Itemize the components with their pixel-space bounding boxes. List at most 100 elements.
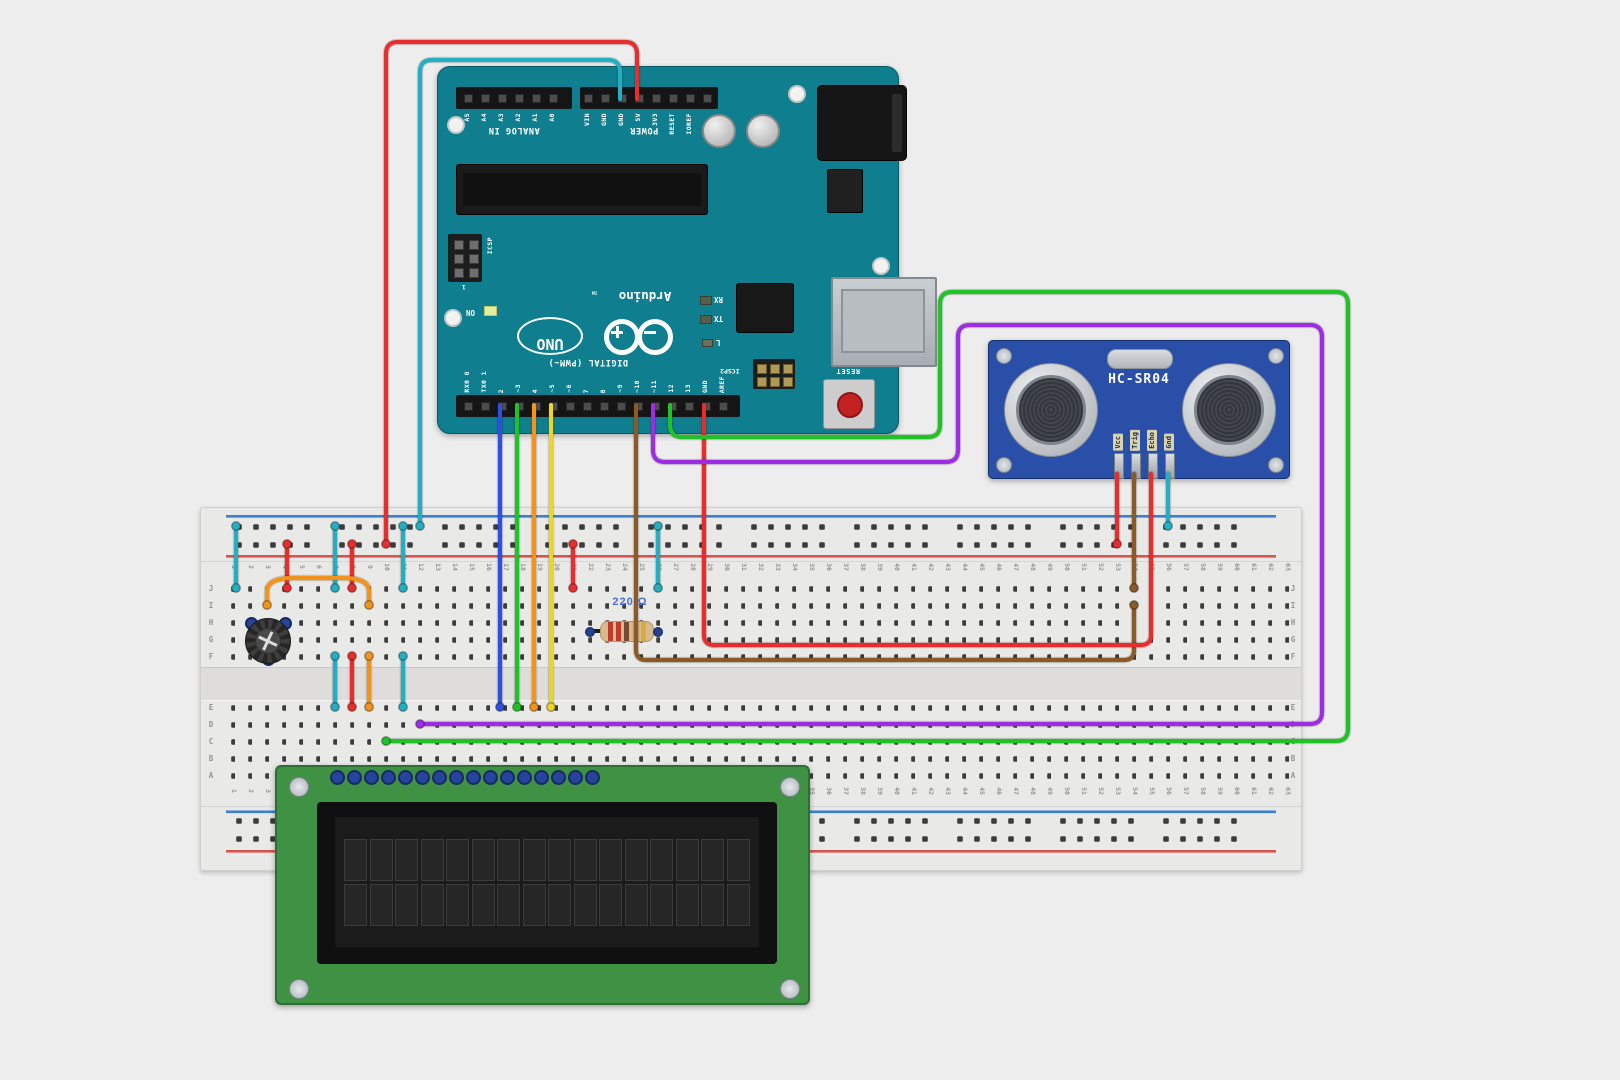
icsp2-pin[interactable] [757, 364, 767, 374]
icsp-pin[interactable] [469, 254, 479, 264]
header-pin[interactable] [514, 94, 524, 103]
arduino-uno-board[interactable]: ANALOG IN POWER DIGITAL (PWM~) ICSP 1 ON… [437, 66, 937, 434]
breadboard-column-number: 27 [672, 563, 680, 571]
icsp-pin[interactable] [469, 240, 479, 250]
analog-header[interactable] [456, 87, 572, 109]
header-pin[interactable] [599, 402, 609, 411]
potentiometer-body[interactable] [245, 618, 291, 664]
icsp2-pin[interactable] [770, 364, 780, 374]
lcd-pin[interactable] [465, 769, 481, 785]
header-pin[interactable] [531, 94, 541, 103]
header-pin[interactable] [684, 402, 694, 411]
resistor-220-ohm[interactable]: 220 Ω [584, 596, 676, 642]
lcd-char-cell [726, 883, 750, 926]
header-pin[interactable] [702, 94, 712, 103]
header-pin[interactable] [718, 402, 728, 411]
header-pin[interactable] [548, 94, 558, 103]
resistor-terminal[interactable] [653, 626, 663, 637]
resistor-body[interactable] [600, 621, 654, 642]
breadboard-column-number: 45 [978, 787, 986, 795]
icsp2-pin[interactable] [757, 377, 767, 387]
header-pin[interactable] [565, 402, 575, 411]
header-pin[interactable] [668, 94, 678, 103]
lcd-pin[interactable] [482, 769, 498, 785]
lcd-pin[interactable] [346, 769, 362, 785]
header-pin[interactable] [463, 402, 473, 411]
lcd-char-cell [471, 839, 495, 881]
power-header[interactable] [580, 87, 718, 109]
wire-gnd-to-blue-rail[interactable] [417, 57, 623, 529]
header-pin[interactable] [582, 402, 592, 411]
header-pin[interactable] [480, 94, 490, 103]
lcd-pin[interactable] [533, 769, 549, 785]
wire-d11-lcd[interactable] [417, 322, 1325, 727]
breadboard-row-letter: B [1290, 754, 1296, 763]
digital-caption: DIGITAL (PWM~) [547, 357, 629, 367]
header-pin[interactable] [651, 94, 661, 103]
breadboard-column-number: 35 [808, 563, 816, 571]
ic-chip [736, 283, 794, 333]
icsp2-header[interactable] [753, 359, 795, 389]
wire-5v-to-red-rail[interactable] [383, 39, 640, 547]
header-pin[interactable] [685, 94, 695, 103]
lcd-pin[interactable] [550, 769, 566, 785]
lcd-pin[interactable] [414, 769, 430, 785]
wire-echo-return[interactable] [701, 402, 1154, 648]
lcd-pin[interactable] [567, 769, 583, 785]
icsp2-pin[interactable] [770, 377, 780, 387]
wire-d10-trig[interactable] [633, 402, 1137, 663]
potentiometer[interactable] [243, 616, 292, 666]
pin-label: 12 [667, 384, 675, 393]
breadboard-column-number: 39 [876, 787, 884, 795]
lcd-pin[interactable] [448, 769, 464, 785]
pin-label: TX0 1 [480, 371, 488, 393]
icsp-pin[interactable] [454, 254, 464, 264]
analog-in-caption: ANALOG IN [488, 125, 540, 135]
icsp2-pin[interactable] [783, 377, 793, 387]
lcd-char-cell [471, 883, 495, 926]
breadboard-column-number: 47 [1012, 563, 1020, 571]
header-pin[interactable] [600, 94, 610, 103]
potentiometer-knob[interactable] [255, 628, 281, 654]
icsp-pin[interactable] [454, 240, 464, 250]
lcd-pin[interactable] [516, 769, 532, 785]
lcd-char-cell [369, 839, 393, 881]
header-pin[interactable] [583, 94, 593, 103]
reset-button[interactable] [823, 379, 875, 429]
icsp-pin[interactable] [469, 268, 479, 278]
wire-d12-lcd[interactable] [383, 289, 1351, 744]
header-pin[interactable] [463, 94, 473, 103]
lcd-16x2-display[interactable] [275, 765, 810, 1005]
breadboard-row-letter: J [208, 584, 214, 593]
lcd-char-cell [420, 883, 444, 926]
icsp2-pin[interactable] [783, 364, 793, 374]
lcd-pin[interactable] [363, 769, 379, 785]
lcd-bezel [317, 802, 777, 964]
breadboard-row-letter: G [1290, 635, 1296, 644]
lcd-pin[interactable] [380, 769, 396, 785]
lcd-pin[interactable] [431, 769, 447, 785]
resistor-terminal[interactable] [585, 626, 595, 637]
mounting-hole [447, 116, 465, 134]
lcd-pin[interactable] [329, 769, 345, 785]
usb-connector [831, 277, 937, 367]
icsp-pin[interactable] [454, 268, 464, 278]
breadboard-center-channel [201, 667, 1301, 701]
lcd-pin[interactable] [584, 769, 600, 785]
header-pin[interactable] [480, 402, 490, 411]
pin-label: A1 [531, 113, 539, 122]
lcd-pin[interactable] [397, 769, 413, 785]
wire-pot-contrast[interactable] [264, 575, 372, 608]
breadboard-column-number: 49 [1046, 787, 1054, 795]
lcd-pin[interactable] [499, 769, 515, 785]
lcd-char-cell [522, 883, 546, 926]
icsp-header[interactable] [448, 234, 482, 282]
lcd-char-cell [573, 839, 597, 881]
pin-label: AREF [718, 375, 726, 393]
digital-header-low[interactable] [456, 395, 602, 417]
breadboard-column-number: 38 [859, 563, 867, 571]
header-pin[interactable] [616, 402, 626, 411]
header-pin[interactable] [497, 94, 507, 103]
breadboard-row-letter: J [1290, 584, 1296, 593]
